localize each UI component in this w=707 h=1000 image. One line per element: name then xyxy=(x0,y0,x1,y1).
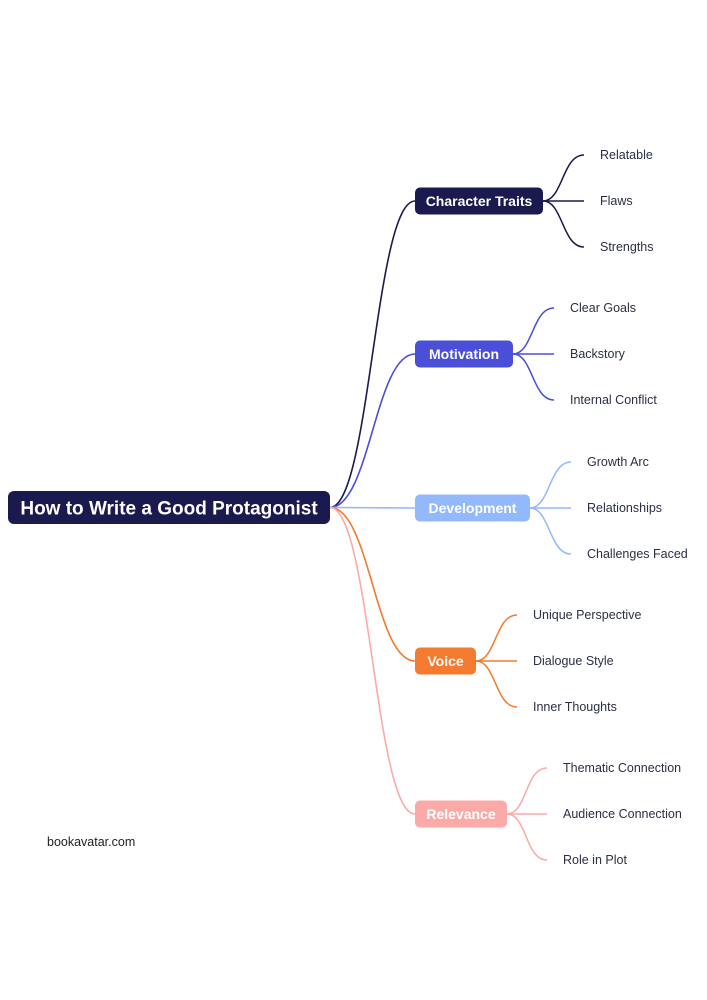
root-node-box xyxy=(8,491,330,524)
branch-connector xyxy=(329,200,416,509)
leaf-node[interactable]: Flaws xyxy=(600,194,633,208)
branch-connector xyxy=(329,506,416,662)
branch-label: Motivation xyxy=(429,346,499,362)
leaf-connector xyxy=(506,813,548,861)
branch-connector xyxy=(329,506,416,509)
leaf-node[interactable]: Relatable xyxy=(600,148,653,162)
leaf-connector xyxy=(475,614,518,662)
leaf-node[interactable]: Backstory xyxy=(570,347,626,361)
branch-node[interactable] xyxy=(415,800,507,828)
branch-connector xyxy=(329,506,416,815)
leaf-node[interactable]: Thematic Connection xyxy=(563,761,681,775)
branch-label: Character Traits xyxy=(426,193,533,209)
leaf-connector xyxy=(506,767,548,815)
leaf-connector xyxy=(542,154,585,202)
branch-label: Voice xyxy=(427,653,464,669)
leaf-node[interactable]: Audience Connection xyxy=(563,807,682,821)
leaf-connector xyxy=(529,507,572,555)
leaf-node[interactable]: Growth Arc xyxy=(587,455,649,469)
leaf-connector xyxy=(475,660,518,708)
leaf-node[interactable]: Challenges Faced xyxy=(587,547,688,561)
leaf-node[interactable]: Dialogue Style xyxy=(533,654,614,668)
website-watermark: bookavatar.com xyxy=(47,835,136,849)
leaf-connector xyxy=(512,353,555,401)
leaf-node[interactable]: Strengths xyxy=(600,240,654,254)
branch-node[interactable] xyxy=(415,340,513,368)
branch-label: Relevance xyxy=(426,806,495,822)
branch-node[interactable] xyxy=(415,187,543,215)
leaf-node[interactable]: Inner Thoughts xyxy=(533,700,617,714)
leaf-node[interactable]: Unique Perspective xyxy=(533,608,641,622)
leaf-node[interactable]: Clear Goals xyxy=(570,301,636,315)
branch-connector xyxy=(329,353,416,509)
leaf-node[interactable]: Relationships xyxy=(587,501,662,515)
root-node[interactable]: How to Write a Good Protagonist xyxy=(8,491,330,524)
leaf-node[interactable]: Role in Plot xyxy=(563,853,627,867)
leaf-connector xyxy=(512,307,555,355)
root-label: How to Write a Good Protagonist xyxy=(20,499,318,520)
branch-label: Development xyxy=(429,500,517,516)
leaf-node[interactable]: Internal Conflict xyxy=(570,393,657,407)
branch-development: Development Growth ArcRelationshipsChalle… xyxy=(329,455,688,561)
leaf-connector xyxy=(542,200,585,248)
leaf-connector xyxy=(529,461,572,509)
branch-node[interactable] xyxy=(415,494,530,522)
branch-node[interactable] xyxy=(415,647,476,675)
